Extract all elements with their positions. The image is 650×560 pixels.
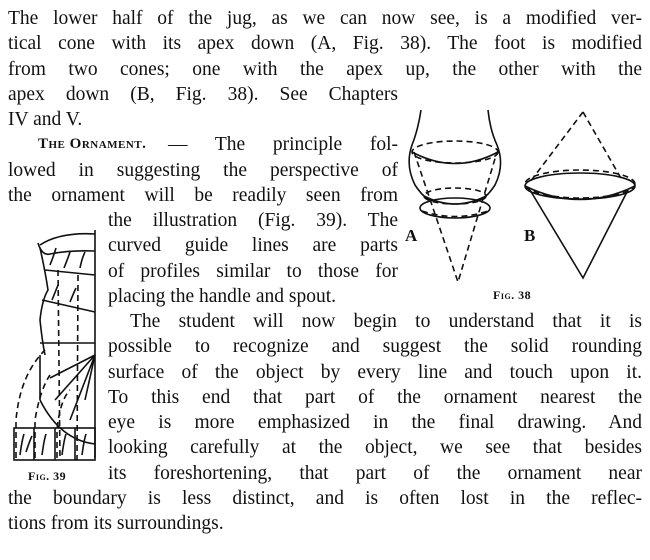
text-line: looking carefully at the object, we see … [108, 437, 642, 458]
text-line: surface of the object by every line and … [108, 362, 642, 383]
text-line: the boundary is less distinct, and is of… [8, 488, 642, 509]
text-line: of profiles similar to those for [108, 261, 398, 282]
text-line: tical cone with its apex down (A, Fig. 3… [8, 33, 642, 54]
text-line: lowed in suggesting the perspective of [8, 160, 398, 181]
text-line: the illustration (Fig. 39). The [108, 210, 398, 231]
text-line: The lower half of the jug, as we can now… [8, 8, 642, 29]
text-line: its foreshortening, that part of the orn… [108, 463, 642, 484]
text-line: To this end that part of the ornament ne… [108, 387, 642, 408]
text-line: IV and V. [8, 109, 83, 130]
section-heading: The Ornament. [38, 136, 147, 152]
text-line: the ornament will be readily seen from [8, 185, 398, 206]
text-line: placing the handle and spout. [108, 286, 336, 307]
figure-39-caption: Fig. 39 [28, 469, 67, 483]
figure-38-label-a: A [405, 226, 418, 245]
text-line: from two cones; one with the apex up, th… [8, 59, 642, 80]
figure-38-caption: Fig. 38 [493, 288, 532, 302]
text-line: — The principle fol- [168, 134, 398, 155]
text-line: apex down (B, Fig. 38). See Chapters [8, 84, 398, 105]
text-line: tions from its surroundings. [8, 513, 224, 534]
text-line: eye is more emphasized in the final draw… [108, 412, 642, 433]
text-line: curved guide lines are parts [108, 235, 398, 256]
text-line: possible to recognize and suggest the so… [108, 336, 642, 357]
figure-38-label-b: B [524, 226, 536, 245]
text-line: The student will now begin to understand… [130, 311, 642, 332]
